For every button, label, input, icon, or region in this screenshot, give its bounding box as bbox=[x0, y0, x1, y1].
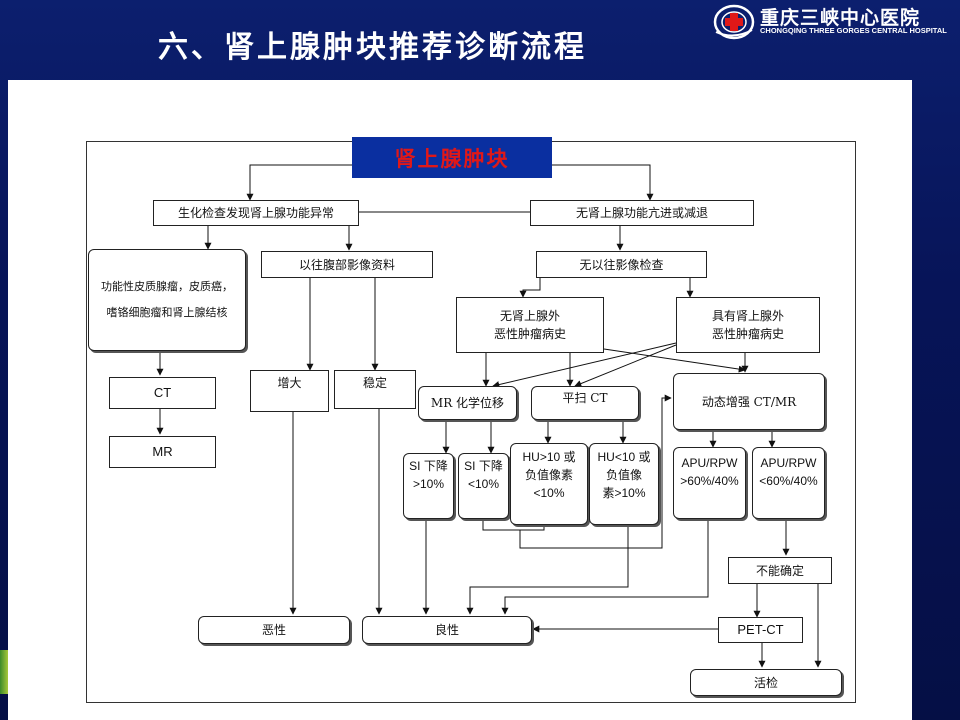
node-apu-rpw-lt: APU/RPW <60%/40% bbox=[752, 447, 825, 519]
node-prior-imaging: 以往腹部影像资料 bbox=[261, 251, 433, 278]
node-root-adrenal-mass: 肾上腺肿块 bbox=[352, 137, 552, 178]
node-increase: 增大 bbox=[250, 370, 329, 412]
node-mr-chemical-shift: MR 化学位移 bbox=[418, 386, 517, 420]
hospital-emblem-icon bbox=[713, 4, 755, 40]
node-no-malignancy-history: 无肾上腺外 恶性肿瘤病史 bbox=[456, 297, 604, 353]
side-decoration bbox=[0, 650, 8, 694]
node-plain-ct: 平扫 CT bbox=[531, 386, 639, 420]
hospital-logo: 重庆三峡中心医院 CHONGQING THREE GORGES CENTRAL … bbox=[712, 2, 958, 42]
node-si-drop-gt10: SI 下降 >10% bbox=[403, 453, 454, 519]
node-uncertain: 不能确定 bbox=[728, 557, 832, 584]
node-no-hyperfunction: 无肾上腺功能亢进或减退 bbox=[530, 200, 754, 226]
node-functional-tumors: 功能性皮质腺瘤，皮质癌， 嗜铬细胞瘤和肾上腺结核 bbox=[88, 249, 246, 351]
node-stable: 稳定 bbox=[334, 370, 416, 409]
node-no-prior-imaging: 无以往影像检查 bbox=[536, 251, 707, 278]
slide-title: 六、肾上腺肿块推荐诊断流程 bbox=[158, 30, 587, 65]
hospital-name-en: CHONGQING THREE GORGES CENTRAL HOSPITAL bbox=[760, 26, 947, 35]
hospital-name-cn: 重庆三峡中心医院 bbox=[760, 7, 921, 29]
node-hu-lt10: HU<10 或 负值像 素>10% bbox=[589, 443, 659, 525]
node-biopsy: 活检 bbox=[690, 669, 842, 696]
node-has-malignancy-history: 具有肾上腺外 恶性肿瘤病史 bbox=[676, 297, 820, 353]
node-mr-left: MR bbox=[109, 436, 216, 468]
node-ct-left: CT bbox=[109, 377, 216, 409]
node-hu-gt10: HU>10 或 负值像素 <10% bbox=[510, 443, 588, 525]
node-dynamic-ct-mr: 动态增强 CT/MR bbox=[673, 373, 825, 430]
node-pet-ct: PET-CT bbox=[718, 617, 803, 643]
node-apu-rpw-gt: APU/RPW >60%/40% bbox=[673, 447, 746, 519]
node-benign: 良性 bbox=[362, 616, 532, 644]
node-malignant: 恶性 bbox=[198, 616, 350, 644]
node-bio-abnormal: 生化检查发现肾上腺功能异常 bbox=[153, 200, 359, 226]
node-si-drop-lt10: SI 下降 <10% bbox=[458, 453, 509, 519]
